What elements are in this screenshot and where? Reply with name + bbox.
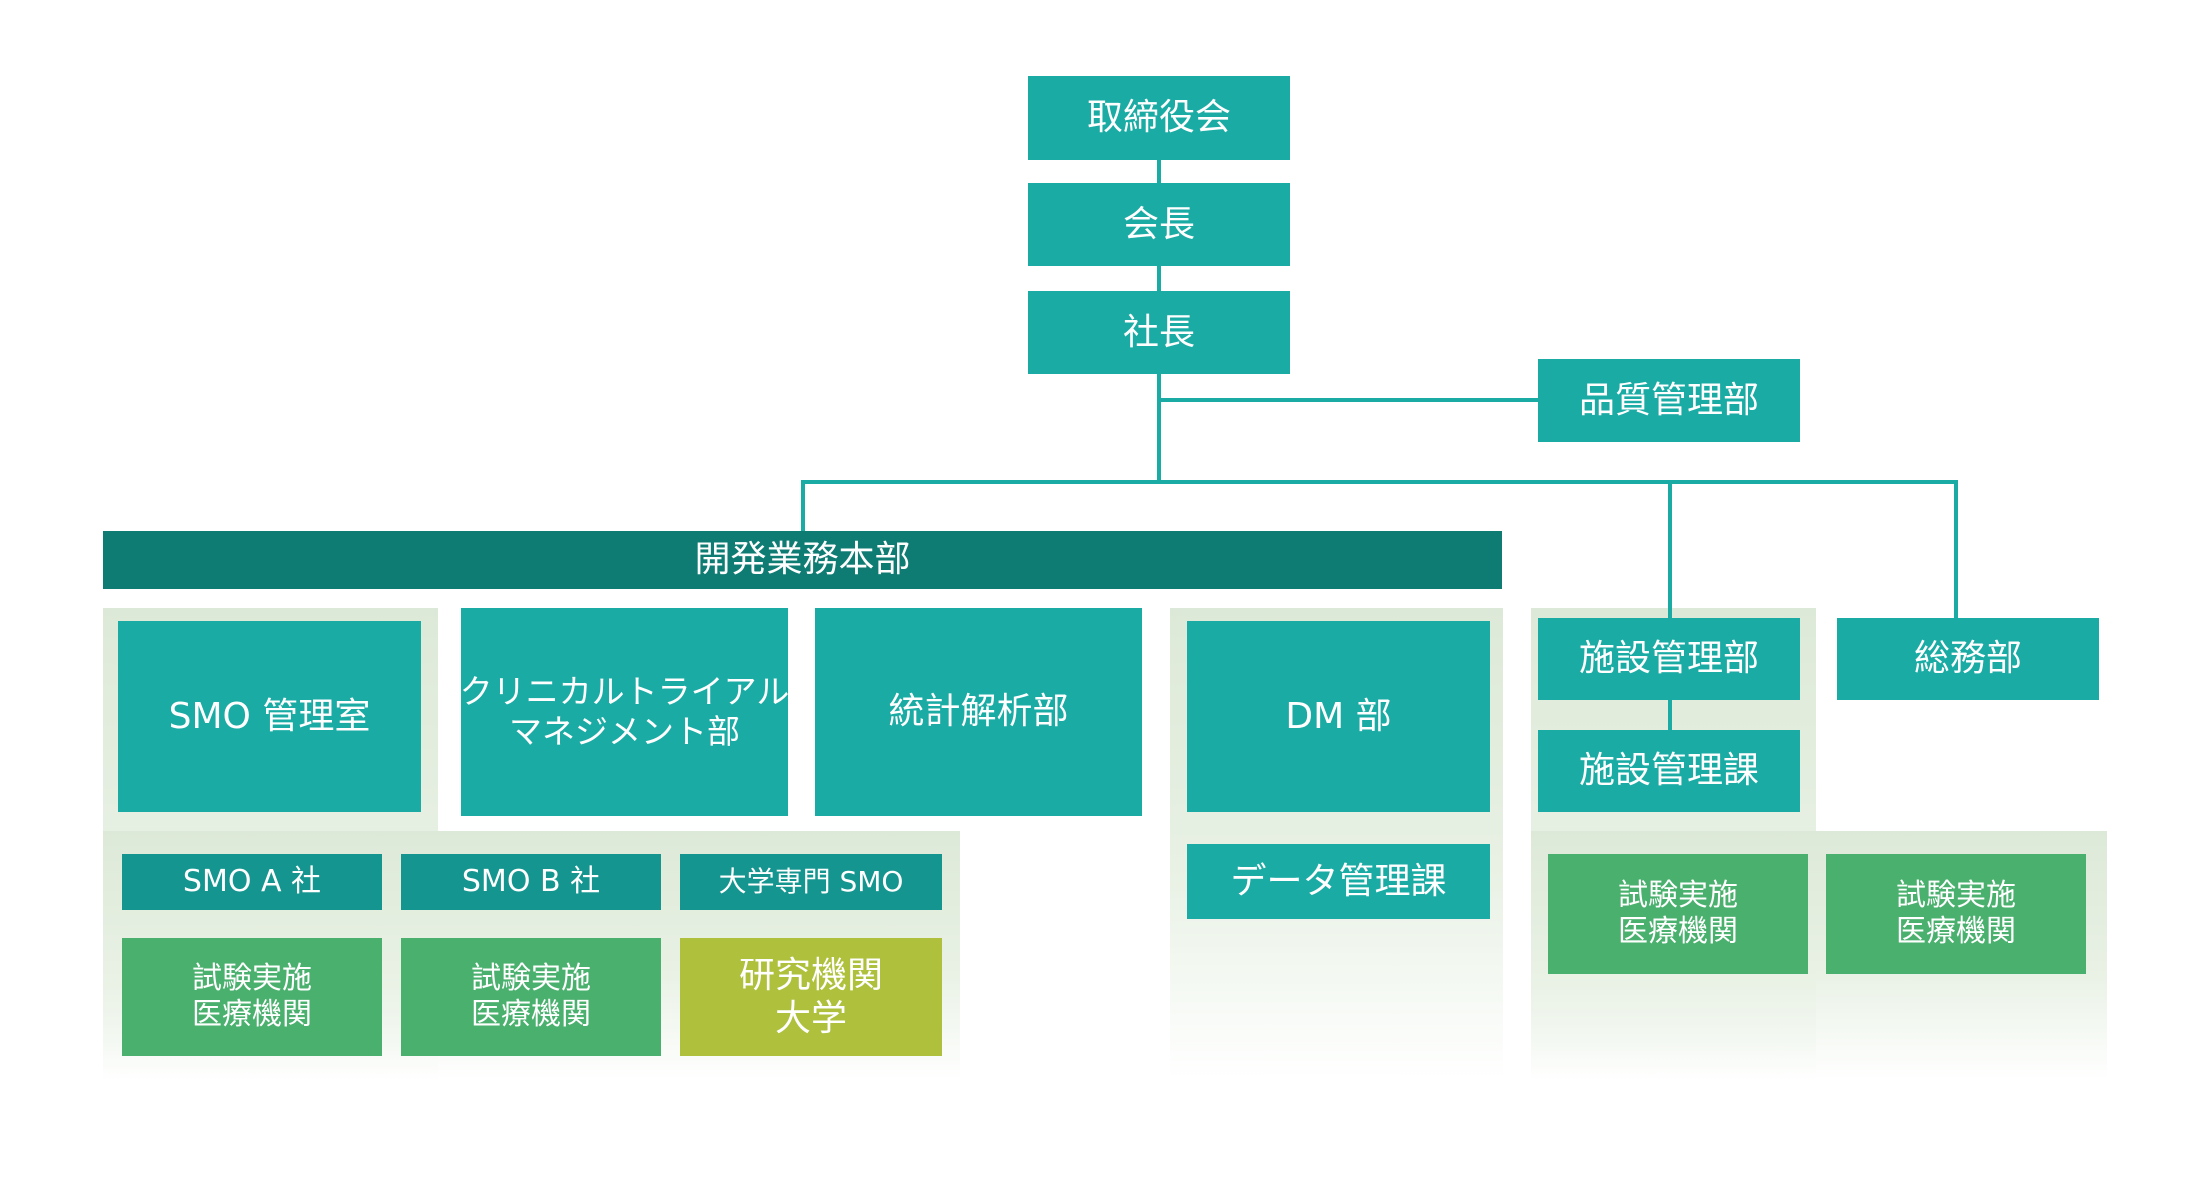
clinical-trial-line-2: マネジメント部 bbox=[509, 712, 740, 751]
dm-department-box: DM 部 bbox=[1187, 621, 1490, 812]
trial-site-b-line-1: 試験実施 bbox=[471, 961, 591, 996]
president-box: 社長 bbox=[1028, 291, 1290, 374]
trial-site-a-line-1: 試験実施 bbox=[192, 961, 312, 996]
trial-site-a-line-2: 医療機関 bbox=[192, 997, 312, 1032]
smo-a-box: SMO A 社 bbox=[122, 854, 382, 910]
connector-facility bbox=[1668, 480, 1672, 618]
trial-site-b-box: 試験実施 医療機関 bbox=[401, 938, 661, 1056]
clinical-trial-management-box: クリニカルトライアル マネジメント部 bbox=[459, 608, 790, 816]
facility-trial-site-2-box: 試験実施 医療機関 bbox=[1826, 854, 2086, 974]
connector-facility-section bbox=[1668, 700, 1672, 730]
facility-management-dept-box: 施設管理部 bbox=[1538, 618, 1800, 700]
clinical-trial-line-1: クリニカルトライアル bbox=[459, 672, 790, 712]
chairman-box: 会長 bbox=[1028, 183, 1290, 266]
connector-chairman-president bbox=[1157, 266, 1161, 291]
statistics-box: 統計解析部 bbox=[815, 608, 1142, 816]
trial-site-a-box: 試験実施 医療機関 bbox=[122, 938, 382, 1056]
research-institution-line-1: 研究機関 bbox=[738, 954, 883, 996]
facility-trial-site-2-line-1: 試験実施 bbox=[1896, 878, 2016, 913]
smo-office-box: SMO 管理室 bbox=[118, 621, 421, 812]
connector-president-trunk bbox=[1157, 374, 1161, 482]
connector-horizontal-main bbox=[801, 480, 1958, 484]
facility-management-section-box: 施設管理課 bbox=[1538, 730, 1800, 812]
research-institution-line-2: 大学 bbox=[774, 998, 847, 1039]
board-of-directors-box: 取締役会 bbox=[1028, 76, 1290, 160]
smo-b-box: SMO B 社 bbox=[401, 854, 661, 910]
connector-general-affairs bbox=[1954, 480, 1958, 618]
general-affairs-box: 総務部 bbox=[1837, 618, 2099, 700]
connector-development bbox=[801, 480, 805, 531]
development-hq-header: 開発業務本部 bbox=[103, 531, 1502, 589]
connector-board-chairman bbox=[1157, 160, 1161, 183]
facility-trial-site-1-line-1: 試験実施 bbox=[1618, 878, 1738, 913]
facility-trial-site-1-line-2: 医療機関 bbox=[1618, 914, 1738, 949]
university-smo-box: 大学専門 SMO bbox=[680, 854, 942, 910]
research-institution-box: 研究機関 大学 bbox=[680, 938, 942, 1056]
trial-site-b-line-2: 医療機関 bbox=[471, 997, 591, 1032]
connector-quality bbox=[1157, 398, 1538, 402]
facility-trial-site-1-box: 試験実施 医療機関 bbox=[1548, 854, 1808, 974]
facility-trial-site-2-line-2: 医療機関 bbox=[1896, 914, 2016, 949]
quality-management-box: 品質管理部 bbox=[1538, 359, 1800, 442]
data-management-section-box: データ管理課 bbox=[1187, 844, 1490, 919]
